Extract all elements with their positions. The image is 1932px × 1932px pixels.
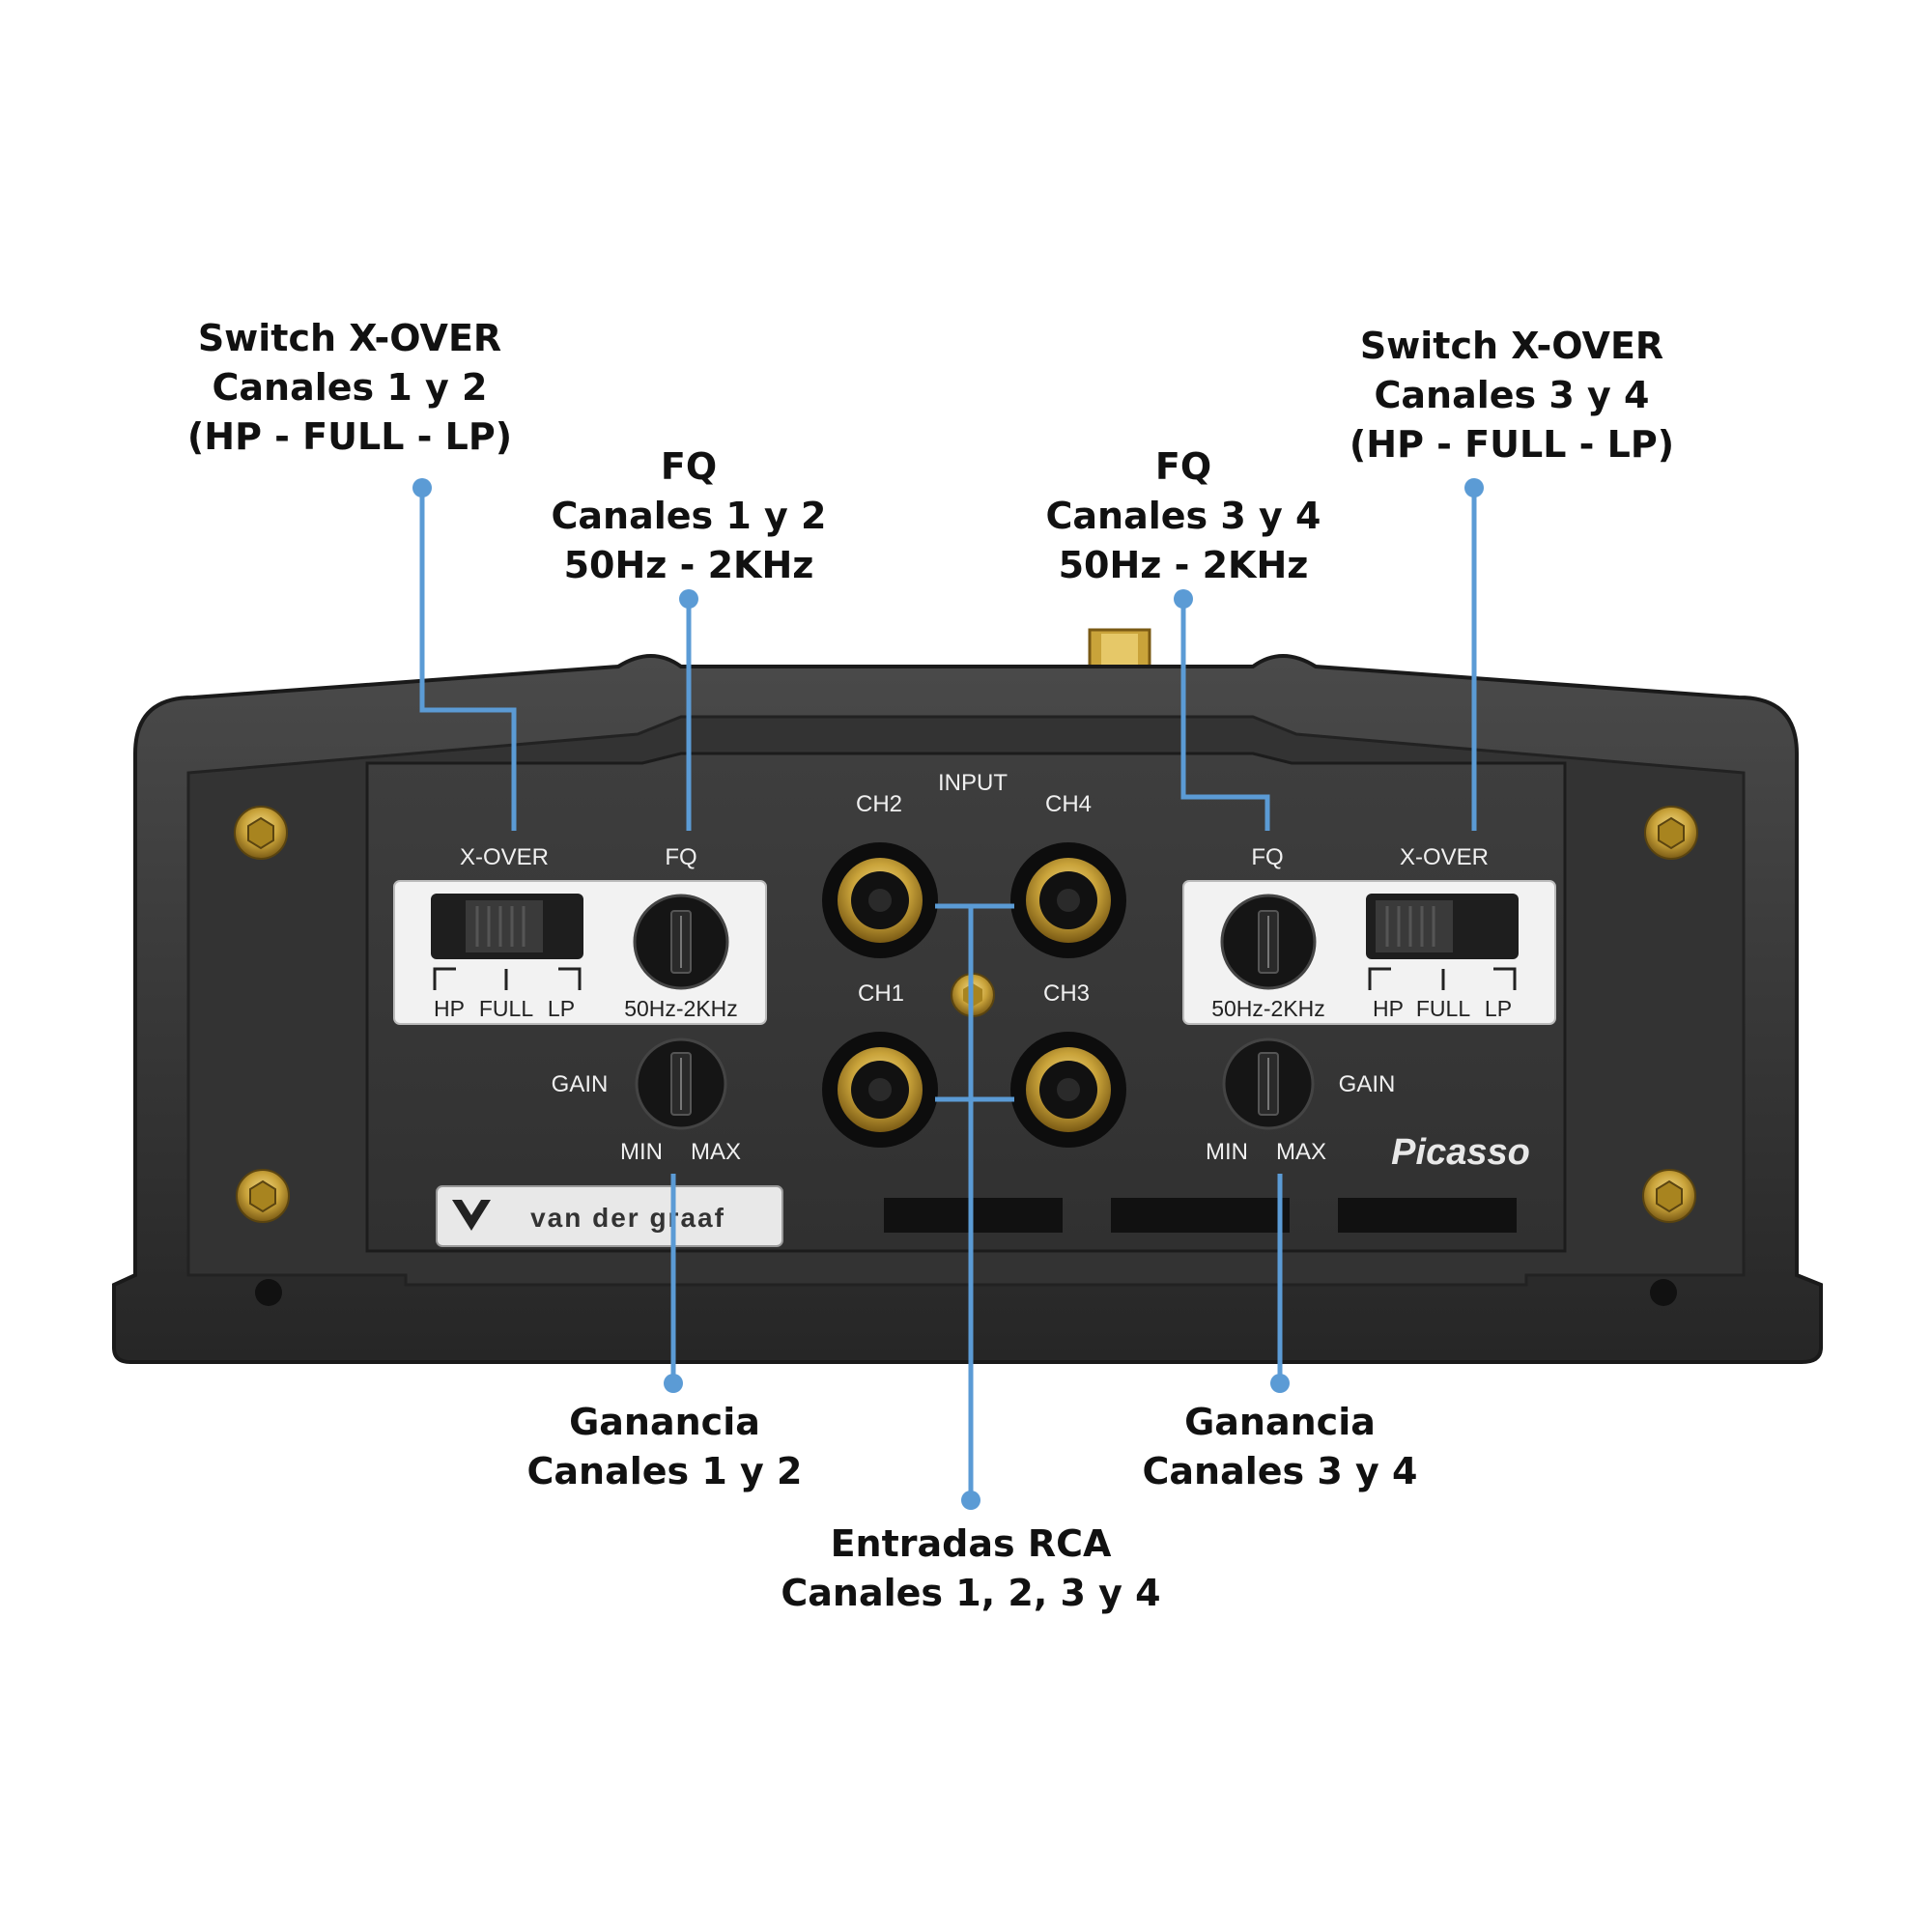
- ch2-label: CH2: [856, 791, 902, 817]
- input-label: INPUT: [938, 770, 1008, 796]
- callout-fq-right: FQ Canales 3 y 4 50Hz - 2KHz: [1045, 445, 1321, 586]
- xover-indicator-left: [433, 967, 582, 990]
- fq-knob-left[interactable]: [633, 894, 729, 990]
- freq-range-left: 50Hz-2KHz: [624, 996, 738, 1021]
- callout-dot: [1464, 478, 1484, 497]
- callout-dot: [412, 478, 432, 497]
- callout-dot: [961, 1491, 980, 1510]
- mounting-screw: [236, 1169, 290, 1223]
- freq-range-right: 50Hz-2KHz: [1211, 996, 1325, 1021]
- callout-dot: [1174, 589, 1193, 609]
- ch3-label: CH3: [1043, 980, 1090, 1007]
- rca-jack-ch3[interactable]: [1010, 1032, 1126, 1148]
- vent-slot: [1338, 1198, 1517, 1233]
- gain-knob-right[interactable]: [1222, 1037, 1315, 1130]
- callout-xover-right: Switch X-OVER Canales 3 y 4 (HP - FULL -…: [1349, 325, 1675, 466]
- mounting-screw: [1644, 806, 1698, 860]
- min-label-left: MIN: [620, 1139, 663, 1165]
- brand-logo-icon: [452, 1200, 491, 1231]
- brand-name: van der graaf: [530, 1203, 725, 1233]
- callout-gain-left: Ganancia Canales 1 y 2: [526, 1401, 803, 1492]
- max-label-right: MAX: [1276, 1139, 1326, 1165]
- min-label-right: MIN: [1206, 1139, 1248, 1165]
- xover-indicator-right: [1368, 967, 1517, 990]
- lp-label-right: LP: [1485, 996, 1512, 1021]
- mounting-hole: [255, 1279, 282, 1306]
- max-label-left: MAX: [691, 1139, 741, 1165]
- model-name: Picasso: [1391, 1132, 1530, 1173]
- xover-label-left: X-OVER: [460, 844, 549, 870]
- callout-gain-right: Ganancia Canales 3 y 4: [1142, 1401, 1418, 1492]
- full-label-left: FULL: [479, 996, 533, 1021]
- rca-jack-ch1[interactable]: [822, 1032, 938, 1148]
- fq-label-left: FQ: [665, 844, 696, 870]
- brand-badge: van der graaf: [436, 1185, 783, 1247]
- callout-dot: [664, 1374, 683, 1393]
- xover-switch-left[interactable]: [431, 894, 583, 959]
- fq-label-right: FQ: [1251, 844, 1283, 870]
- gain-knob-left[interactable]: [635, 1037, 727, 1130]
- ch1-label: CH1: [858, 980, 904, 1007]
- rca-jack-ch2[interactable]: [822, 842, 938, 958]
- gain-label-left: GAIN: [552, 1071, 609, 1097]
- rca-jack-ch4[interactable]: [1010, 842, 1126, 958]
- hp-label-left: HP: [434, 996, 465, 1021]
- callout-rca: Entradas RCA Canales 1, 2, 3 y 4: [781, 1522, 1161, 1614]
- gain-label-right: GAIN: [1339, 1071, 1396, 1097]
- callout-line-xover-left: [419, 488, 517, 831]
- callout-dot: [1270, 1374, 1290, 1393]
- callout-dot: [679, 589, 698, 609]
- callout-line-rca: [935, 903, 1014, 1500]
- hp-label-right: HP: [1373, 996, 1404, 1021]
- mounting-hole: [1650, 1279, 1677, 1306]
- callout-line-fq-right: [1180, 599, 1270, 831]
- xover-label-right: X-OVER: [1400, 844, 1489, 870]
- ch4-label: CH4: [1045, 791, 1092, 817]
- callout-fq-left: FQ Canales 1 y 2 50Hz - 2KHz: [551, 445, 827, 586]
- full-label-right: FULL: [1416, 996, 1470, 1021]
- fq-knob-right[interactable]: [1220, 894, 1317, 990]
- mounting-screw: [1642, 1169, 1696, 1223]
- callout-xover-left: Switch X-OVER Canales 1 y 2 (HP - FULL -…: [186, 317, 513, 458]
- vent-slot: [1111, 1198, 1290, 1233]
- xover-switch-right[interactable]: [1366, 894, 1519, 959]
- lp-label-left: LP: [548, 996, 575, 1021]
- mounting-screw: [234, 806, 288, 860]
